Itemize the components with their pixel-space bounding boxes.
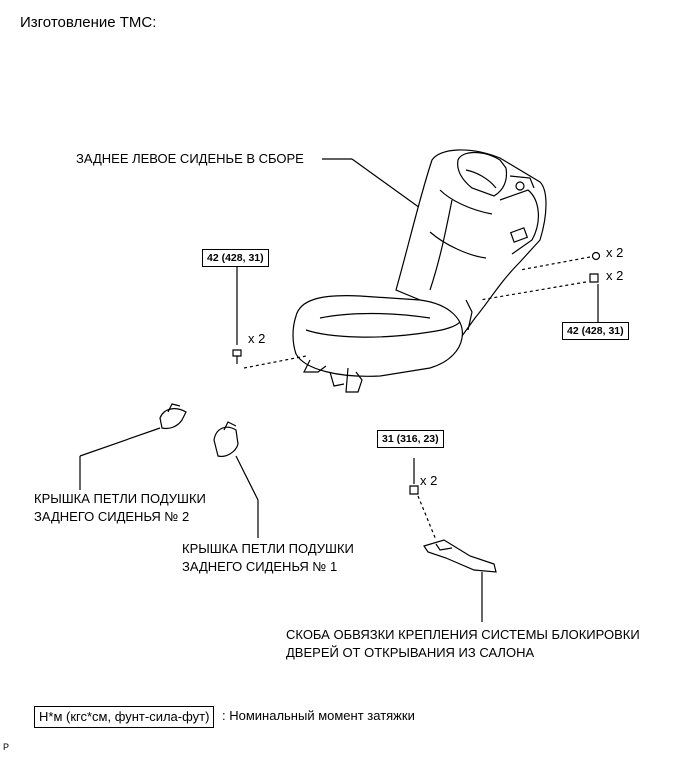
lock-bracket-label-line1: СКОБА ОБВЯЗКИ КРЕПЛЕНИЯ СИСТЕМЫ БЛОКИРОВ… (286, 627, 640, 642)
hinge-cover-1-label-line2: ЗАДНЕГО СИДЕНЬЯ № 1 (182, 559, 338, 574)
torque-legend-text: : Номинальный момент затяжки (222, 708, 415, 723)
seat-assembly-label: ЗАДНЕЕ ЛЕВОЕ СИДЕНЬЕ В СБОРЕ (76, 151, 304, 166)
torque-box-left: 42 (428, 31) (202, 249, 269, 267)
figure-code: P (3, 742, 10, 752)
lock-bracket-label-line2: ДВЕРЕЙ ОТ ОТКРЫВАНИЯ ИЗ САЛОНА (286, 645, 535, 660)
qty-left-bolt: x 2 (248, 331, 266, 346)
hinge-cover-1-label-line1: КРЫШКА ПЕТЛИ ПОДУШКИ (182, 541, 354, 556)
torque-box-bracket: 31 (316, 23) (377, 430, 444, 448)
hinge-cover-2-label-line1: КРЫШКА ПЕТЛИ ПОДУШКИ (34, 491, 206, 506)
page-title: Изготовление ТМС: (20, 14, 157, 31)
qty-right-lower: x 2 (606, 268, 624, 283)
qty-right-upper: x 2 (606, 245, 624, 260)
torque-box-right: 42 (428, 31) (562, 322, 629, 340)
qty-bracket-bolt: x 2 (420, 473, 438, 488)
hinge-cover-2-label-line2: ЗАДНЕГО СИДЕНЬЯ № 2 (34, 509, 190, 524)
torque-legend-box: Н*м (кгс*см, фунт-сила-фут) (34, 706, 215, 728)
